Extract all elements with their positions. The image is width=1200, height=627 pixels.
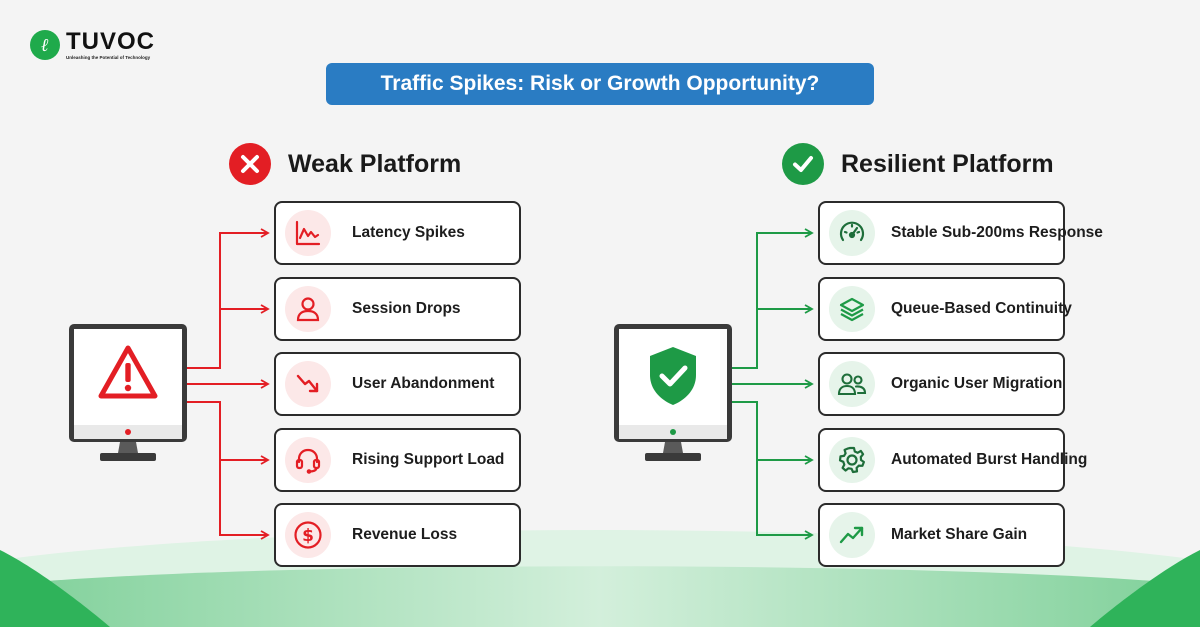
resilient-monitor bbox=[614, 324, 732, 461]
card-label: User Abandonment bbox=[352, 375, 495, 392]
logo-mark-icon: ℓ bbox=[30, 30, 60, 60]
weak-item-latency-spikes: Latency Spikes bbox=[274, 201, 521, 265]
resilient-item-queue-continuity: Queue-Based Continuity bbox=[818, 277, 1072, 341]
weak-item-revenue-loss: $ Revenue Loss bbox=[274, 503, 521, 567]
brand-name: TUVOC bbox=[66, 28, 155, 55]
shield-check-icon bbox=[650, 347, 696, 405]
card-label: Revenue Loss bbox=[352, 526, 458, 543]
gear-icon bbox=[829, 437, 875, 483]
page-title: Traffic Spikes: Risk or Growth Opportuni… bbox=[326, 63, 874, 105]
weak-platform-heading: Weak Platform bbox=[229, 143, 461, 185]
headset-icon bbox=[285, 437, 331, 483]
resilient-platform-title: Resilient Platform bbox=[841, 149, 1054, 178]
users-icon bbox=[829, 361, 875, 407]
card-label: Automated Burst Handling bbox=[891, 451, 1088, 468]
user-icon bbox=[285, 286, 331, 332]
weak-item-session-drops: Session Drops bbox=[274, 277, 521, 341]
dollar-icon: $ bbox=[285, 512, 331, 558]
brand-logo: ℓ TUVOC Unleashing the Potential of Tech… bbox=[30, 30, 155, 60]
resilient-item-user-migration: Organic User Migration bbox=[818, 352, 1065, 416]
resilient-platform-heading: Resilient Platform bbox=[782, 143, 1054, 185]
warning-triangle-icon bbox=[98, 345, 158, 399]
card-label: Stable Sub-200ms Response bbox=[891, 224, 1103, 241]
resilient-item-stable-response: Stable Sub-200ms Response bbox=[818, 201, 1103, 265]
weak-item-user-abandonment: User Abandonment bbox=[274, 352, 521, 416]
card-label: Organic User Migration bbox=[891, 375, 1063, 392]
card-label: Session Drops bbox=[352, 300, 461, 317]
trend-up-icon bbox=[829, 512, 875, 558]
weak-monitor bbox=[69, 324, 187, 461]
card-label: Latency Spikes bbox=[352, 224, 465, 241]
weak-platform-title: Weak Platform bbox=[288, 149, 462, 178]
line-chart-icon bbox=[285, 210, 331, 256]
layers-icon bbox=[829, 286, 875, 332]
x-mark-icon bbox=[229, 143, 271, 185]
trend-down-icon bbox=[285, 361, 331, 407]
check-mark-icon bbox=[782, 143, 824, 185]
resilient-item-burst-handling: Automated Burst Handling bbox=[818, 428, 1087, 492]
card-label: Market Share Gain bbox=[891, 526, 1028, 543]
card-label: Rising Support Load bbox=[352, 451, 505, 468]
weak-item-rising-support-load: Rising Support Load bbox=[274, 428, 521, 492]
brand-tagline: Unleashing the Potential of Technology bbox=[66, 55, 151, 60]
svg-text:$: $ bbox=[302, 526, 314, 546]
resilient-item-market-share-gain: Market Share Gain bbox=[818, 503, 1065, 567]
card-label: Queue-Based Continuity bbox=[891, 300, 1072, 317]
speedometer-icon bbox=[829, 210, 875, 256]
